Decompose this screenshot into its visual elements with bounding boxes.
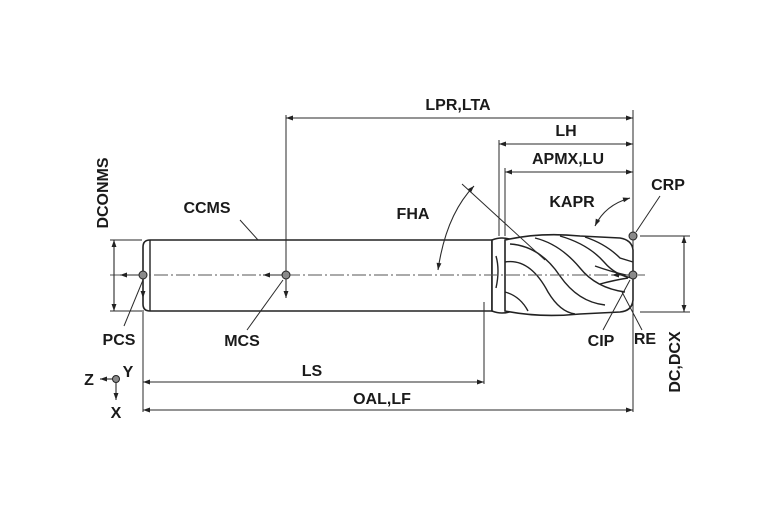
label-mcs: MCS [224, 333, 260, 350]
axis-symbol [100, 375, 120, 400]
label-apmx-lu: APMX,LU [532, 151, 604, 168]
cip-point [628, 270, 638, 280]
label-re: RE [634, 331, 657, 348]
label-fha: FHA [397, 206, 430, 223]
label-cip: CIP [588, 333, 615, 350]
label-crp: CRP [651, 177, 685, 194]
label-pcs: PCS [103, 332, 136, 349]
label-lpr-lta: LPR,LTA [425, 97, 491, 114]
mcs-leader [246, 279, 284, 331]
pcs-leader [123, 279, 144, 327]
axis-label-y: Y [123, 364, 134, 381]
mcs-point [281, 270, 291, 280]
fha-reference-line [461, 183, 546, 261]
fha-angle-arc [436, 185, 475, 271]
label-ls: LS [302, 363, 323, 380]
crp-point [628, 231, 638, 241]
label-lh: LH [555, 123, 576, 140]
axis-label-z: Z [84, 372, 94, 389]
label-oal-lf: OAL,LF [353, 391, 411, 408]
re-leader [621, 291, 643, 331]
label-ccms: CCMS [183, 200, 230, 217]
crp-leader [635, 195, 661, 233]
label-kapr: KAPR [549, 194, 595, 211]
kapr-angle-arc [594, 197, 631, 227]
extension-lines [110, 110, 690, 412]
axis-label-x: X [111, 405, 122, 422]
pcs-point [138, 270, 148, 280]
flute-helix-lines [495, 235, 634, 315]
label-dc-dcx: DC,DCX [667, 331, 684, 393]
cip-leader [602, 279, 631, 331]
label-dconms: DCONMS [95, 157, 112, 228]
ccms-leader [239, 219, 259, 241]
